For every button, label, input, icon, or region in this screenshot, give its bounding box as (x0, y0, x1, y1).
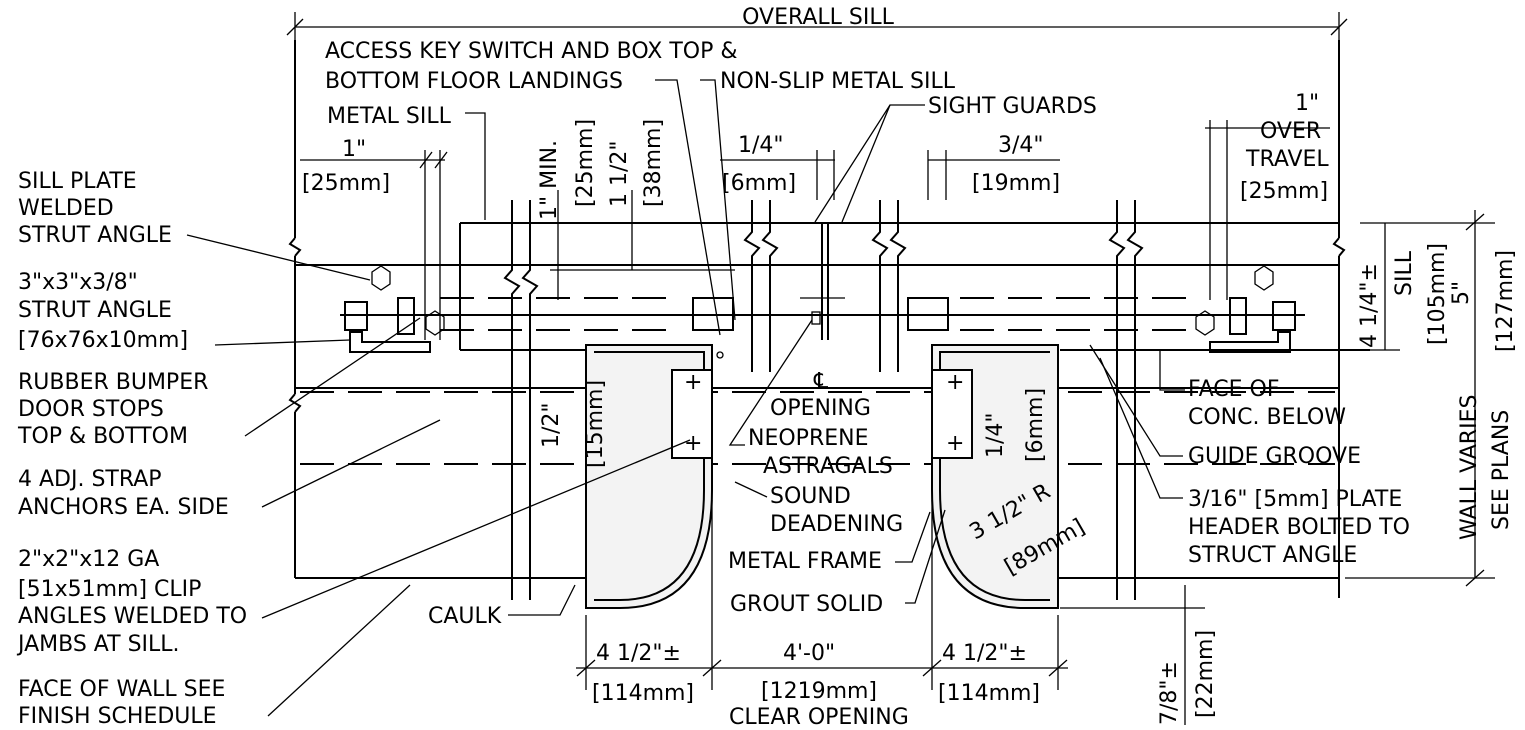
caulk-label: CAULK (428, 604, 502, 629)
bumper-label: RUBBER BUMPER (18, 370, 208, 395)
dim-label: 4 1/4"± (1357, 263, 1382, 348)
hidden-lines (300, 264, 1335, 465)
right-jamb: + + (931, 344, 1060, 609)
strut-angle-label: [76x76x10mm] (18, 328, 188, 353)
non-slip-label: NON-SLIP METAL SILL (720, 69, 956, 94)
dim-label: 5" (1449, 281, 1474, 305)
clip-angles-label: [51x51mm] CLIP (18, 577, 201, 602)
bumper-label: TOP & BOTTOM (17, 424, 188, 449)
dim-label: [22mm] (1193, 630, 1218, 718)
overall-sill-dimension (286, 12, 1348, 40)
dim-label: [6mm] (722, 171, 796, 196)
right-dimensions (1345, 210, 1495, 587)
dim-label: 1/2" (539, 402, 564, 448)
anchors-label: ANCHORS EA. SIDE (18, 495, 229, 520)
sight-guards-label: SIGHT GUARDS (928, 94, 1097, 119)
dim-label: 7/8"± (1157, 661, 1182, 725)
sound-deadening-label: DEADENING (770, 512, 903, 537)
right-strut-angle (1195, 265, 1305, 353)
access-key-label: ACCESS KEY SWITCH AND BOX TOP & (325, 39, 738, 64)
plate-header-label: STRUCT ANGLE (1188, 543, 1357, 568)
dim-label: 4 1/2"± (942, 641, 1027, 666)
dim-label: [1219mm] (761, 679, 877, 704)
top-dimensions (300, 120, 1330, 340)
dim-label: 4 1/2"± (596, 641, 681, 666)
metal-sill-label: METAL SILL (327, 104, 452, 129)
dim-label: [105mm] (1425, 243, 1450, 345)
dim-label: 3/4" (998, 133, 1044, 158)
plate-header-label: 3/16" [5mm] PLATE (1188, 487, 1402, 512)
see-plans-label: SEE PLANS (1489, 410, 1514, 530)
dim-label: [19mm] (972, 171, 1060, 196)
anchors-label: 4 ADJ. STRAP (18, 467, 162, 492)
face-wall-label: FACE OF WALL SEE (18, 677, 225, 702)
centerline-symbol: ℄ (813, 369, 829, 394)
wall-varies-label: WALL VARIES (1457, 395, 1482, 540)
clip-angles-label: 2"x2"x12 GA (18, 547, 159, 572)
dim-label: 4'-0" (783, 641, 835, 666)
sill-groove (350, 223, 1305, 340)
sill-plate-label: SILL PLATE (18, 169, 137, 194)
strut-angle-label: 3"x3"x3/8" (18, 270, 138, 295)
dim-label: 1" (342, 137, 366, 162)
face-conc-label: FACE OF (1188, 377, 1280, 402)
plus-mark: + (684, 431, 702, 456)
over-travel-label: OVER (1260, 119, 1321, 144)
leader-lines (186, 79, 1185, 717)
guide-groove-label: GUIDE GROOVE (1188, 444, 1361, 469)
metal-frame-label: METAL FRAME (728, 549, 882, 574)
strut-angle-label: STRUT ANGLE (18, 298, 172, 323)
dim-label: [127mm] (1493, 250, 1518, 352)
neoprene-label: ASTRAGALS (763, 454, 893, 479)
dim-label: SILL (1392, 250, 1417, 296)
dim-label: [25mm] (1240, 179, 1328, 204)
access-key-label: BOTTOM FLOOR LANDINGS (325, 69, 623, 94)
left-jamb: + + (585, 344, 713, 609)
dim-label: 1/4" (983, 412, 1008, 458)
dim-label: 1/4" (738, 133, 784, 158)
break-lines (503, 200, 1144, 600)
grout-label: GROUT SOLID (730, 592, 883, 617)
clip-angles-label: JAMBS AT SILL. (16, 632, 180, 657)
clear-opening-label: CLEAR OPENING (729, 705, 909, 730)
dim-label: [25mm] (302, 171, 390, 196)
face-wall-label: FINISH SCHEDULE (18, 704, 217, 729)
plate-header-label: HEADER BOLTED TO (1188, 515, 1410, 540)
dim-label: [38mm] (641, 119, 666, 207)
point-marker (716, 351, 724, 359)
left-strut-angle (340, 265, 445, 353)
face-conc-label: CONC. BELOW (1188, 405, 1346, 430)
dim-label: [114mm] (592, 681, 694, 706)
dim-label: [114mm] (938, 681, 1040, 706)
dim-label: 1" (1295, 91, 1319, 116)
clip-angles-label: ANGLES WELDED TO (18, 604, 247, 629)
plus-mark: + (946, 431, 964, 456)
dim-label: 1 1/2" (607, 140, 632, 207)
over-travel-label: TRAVEL (1245, 147, 1329, 172)
plus-mark: + (946, 370, 964, 395)
plus-mark: + (684, 370, 702, 395)
bottom-dimensions (576, 500, 1205, 725)
dim-label: [25mm] (573, 119, 598, 207)
dim-label: [15mm] (583, 380, 608, 468)
bumper-label: DOOR STOPS (18, 397, 164, 422)
sound-deadening-label: SOUND (770, 484, 851, 509)
overall-sill-label: OVERALL SILL (742, 5, 895, 30)
sill-plate-label: STRUT ANGLE (18, 223, 172, 248)
neoprene-label: NEOPRENE (748, 426, 868, 451)
opening-label: OPENING (770, 396, 871, 421)
dim-label: [6mm] (1023, 388, 1048, 462)
dim-label: 1" MIN. (537, 140, 562, 220)
sill-plate-label: WELDED (18, 196, 114, 221)
